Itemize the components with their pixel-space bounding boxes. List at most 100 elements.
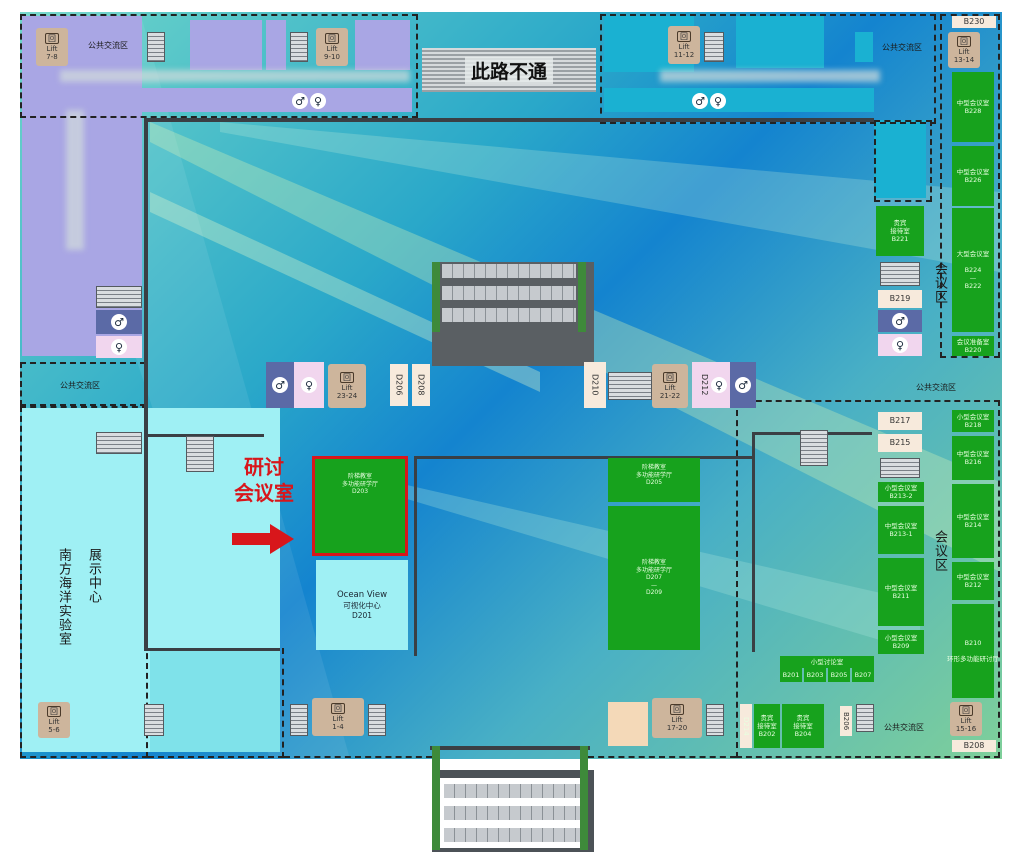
stairs-icon [96, 432, 142, 454]
male-restroom-icon: ♂ [272, 377, 288, 393]
storage-room [608, 702, 648, 746]
male-restroom: ♂ [266, 362, 294, 408]
wall [430, 746, 590, 750]
female-restroom-icon: ♀ [710, 93, 726, 109]
restroom-icons: ♂♀ [292, 93, 326, 109]
room-b205[interactable]: B205 [828, 668, 850, 682]
female-restroom: D212 ♀ [692, 362, 730, 408]
room-b213-2[interactable]: 小型会议室 B213-2 [878, 482, 924, 502]
stairs-icon [368, 704, 386, 736]
public-area-label: 公共交流区 [88, 41, 128, 50]
lift-icon: 回 [670, 704, 684, 715]
ocean-lab-annex [150, 650, 280, 752]
room-b224-b222[interactable]: 大型会议室 B224 — B222 [952, 208, 994, 332]
room-b230[interactable]: B230 [952, 16, 996, 28]
room-d207-d209[interactable]: 阶梯教室 多功能研学厅 D207 — D209 [608, 506, 700, 650]
male-restroom-icon: ♂ [735, 377, 751, 393]
meeting-area-label: 会议区 [932, 530, 947, 572]
planter [432, 262, 440, 332]
lift-icon: 回 [47, 706, 61, 717]
wall [144, 118, 874, 122]
boundary [588, 756, 736, 758]
stairs-icon [704, 32, 724, 62]
room-b206[interactable]: B206 [840, 706, 852, 736]
wall [144, 118, 148, 648]
room-d203[interactable]: 阶梯教室 多功能研学厅 D203 [312, 456, 408, 556]
stairs-icon [706, 704, 724, 736]
room-b219[interactable]: B219 [878, 290, 922, 308]
male-restroom: ♂ [96, 310, 142, 334]
cyan-room-4 [874, 120, 926, 198]
room-b207[interactable]: B207 [852, 668, 874, 682]
zone-top-right [600, 14, 936, 124]
stairs-icon [880, 262, 920, 286]
room-b203[interactable]: B203 [804, 668, 826, 682]
female-restroom: ♀ [96, 336, 142, 358]
desk-row [444, 784, 580, 798]
meeting-area-label: 会议区 [932, 262, 947, 304]
room-d205[interactable]: 阶梯教室 多功能研学厅 D205 [608, 458, 700, 502]
purple-room-2 [266, 20, 286, 70]
stairs-icon [147, 32, 165, 62]
room-d206[interactable]: D206 [390, 364, 408, 406]
stairs-icon [800, 430, 828, 466]
wall [414, 456, 754, 459]
purple-room-1 [190, 20, 262, 70]
purple-strip-top [142, 88, 412, 112]
room-b213-1[interactable]: 中型会议室 B213-1 [878, 506, 924, 554]
arrow-right-icon [232, 524, 294, 554]
public-area-label: 公共交流区 [916, 383, 956, 392]
room-b201[interactable]: B201 [780, 668, 802, 682]
room-b221[interactable]: 贵宾 接待室 B221 [876, 206, 924, 256]
room-b217[interactable]: B217 [878, 412, 922, 430]
room-d208[interactable]: D208 [412, 364, 430, 406]
desk-row [442, 264, 576, 278]
cyan-strip [604, 88, 874, 112]
room-b204[interactable]: 贵宾 接待室 B204 [782, 704, 824, 748]
female-restroom: ♀ [294, 362, 324, 408]
zone-bottom-left [148, 648, 284, 758]
planter [580, 746, 588, 850]
room-b211[interactable]: 中型会议室 B211 [878, 558, 924, 626]
room-b210[interactable]: B210 环形多功能研讨厅 [947, 604, 999, 698]
room-b216[interactable]: 中型会议室 B216 [952, 436, 994, 480]
room-b228[interactable]: 中型会议室 B228 [952, 72, 994, 142]
room-b208[interactable]: B208 [952, 740, 996, 752]
public-area-label: 公共交流区 [884, 723, 924, 732]
room-d214[interactable]: D214 [740, 704, 752, 748]
stairs-icon [186, 436, 214, 472]
blurred-label-left [60, 70, 410, 82]
blocked-road-label: 此路不通 [464, 56, 553, 84]
room-d212[interactable]: D212 [700, 374, 709, 396]
room-b214[interactable]: 中型会议室 B214 [952, 484, 994, 558]
room-b218[interactable]: 小型会议室 B218 [952, 410, 994, 432]
room-b202[interactable]: 贵宾 接待室 B202 [754, 704, 780, 748]
stairs-icon [290, 704, 308, 736]
room-b215[interactable]: B215 [878, 434, 922, 452]
desk-row [442, 308, 576, 322]
room-b220[interactable]: 会议准备室 B220 [952, 336, 994, 356]
zone-right-upper [940, 14, 1000, 358]
female-restroom-icon: ♀ [711, 377, 727, 393]
room-d210[interactable]: D210 [584, 362, 606, 408]
room-b209[interactable]: 小型会议室 B209 [878, 630, 924, 654]
zone-top-left [20, 14, 418, 118]
room-b226[interactable]: 中型会议室 B226 [952, 146, 994, 206]
desk-row [442, 286, 576, 300]
female-restroom-icon: ♀ [310, 93, 326, 109]
room-d201[interactable]: Ocean View 可视化中心 D201 [316, 560, 408, 650]
male-restroom-icon: ♂ [892, 313, 908, 329]
room-b212[interactable]: 中型会议室 B212 [952, 562, 994, 600]
blurred-label-left-vertical [66, 110, 84, 250]
wall [414, 456, 417, 656]
